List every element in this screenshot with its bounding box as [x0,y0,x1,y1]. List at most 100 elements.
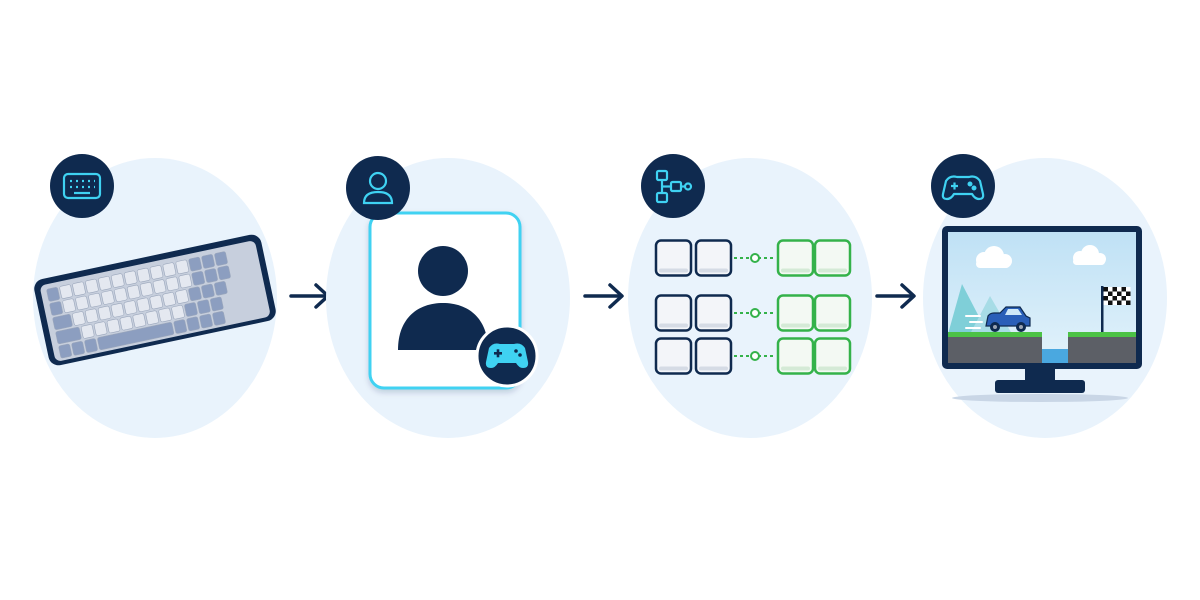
flag-square [1126,296,1131,301]
input-key [694,337,733,375]
keyboard-key [111,273,125,288]
mapped-key [776,294,815,332]
keyboard-key [149,265,164,280]
keyboard-key [212,311,226,326]
keyboard-key [101,290,115,305]
mapped-key [776,337,815,375]
keyboard-key [139,282,154,297]
keyboard-key [201,254,215,269]
stage-player-profile [326,156,570,438]
flag-square [1112,296,1117,301]
keyboard-key [186,316,200,332]
flag-square [1121,287,1126,292]
keyboard-key [123,270,138,286]
mapped-key [813,239,852,277]
arrow-right-icon [583,283,624,309]
mapping-node [750,253,760,263]
finish-flag [1101,286,1131,332]
keyboard-key [75,295,89,311]
keyboard-key [106,318,121,334]
keyboard-key [84,338,98,353]
flag-square [1108,300,1113,305]
keyboard-key [199,313,213,329]
keyboard-key [58,343,72,359]
keyboard-key [97,322,175,350]
keyboard-key [165,276,180,291]
key-shade [818,366,847,371]
flag-square [1103,300,1108,305]
key-shade [781,366,810,371]
keyboard-key [145,310,159,325]
flag-square [1117,296,1122,301]
key-shade [699,366,728,371]
user-icon [362,171,394,205]
speed-lines [965,315,983,329]
flag-square [1126,300,1131,305]
flag-square [1121,291,1126,296]
flag-square [1112,287,1117,292]
keyboard-key [214,281,228,296]
mapped-key [776,239,815,277]
key-shade [818,268,847,273]
keyboard-key [162,262,177,277]
keyboard-key [173,319,187,334]
keyboard-key [72,281,86,297]
keyboard-key [114,287,128,302]
car [985,306,1031,332]
keyboard-key [123,300,138,315]
arrow-right-icon [289,283,330,309]
ground-right [1068,336,1136,363]
flag-square [1103,296,1108,301]
keyboard-key [126,284,141,300]
keyboard-key [49,301,63,316]
flag-square [1108,291,1113,296]
flag-square [1121,296,1126,301]
flag-square [1112,300,1117,305]
key-shade [781,323,810,328]
gamepad-icon [485,343,529,368]
mapped-key [813,294,852,332]
keyboard-key [210,296,224,312]
input-key [694,294,733,332]
flag-square [1108,296,1113,301]
stage-key-mapping [628,154,872,438]
keyboard-key [149,294,163,310]
key-shade [818,323,847,328]
keyboard-key [217,265,231,281]
keyboard-key [191,271,205,286]
keyboard-key [171,305,185,320]
keyboard-key [136,267,151,283]
key-shade [659,268,688,273]
keyboard-key [72,311,86,326]
keyboard-key [188,256,202,272]
keyboard-key [214,251,228,266]
key-mapping-grid [654,239,852,375]
keyboard-key [201,283,215,299]
keyboard-key [84,308,99,323]
keyboard-key [158,307,172,323]
flag-square [1126,291,1131,296]
keyboard-key [175,289,189,304]
gamepad-icon [941,175,985,201]
keyboard-key [55,326,82,345]
keyboard-key [152,279,167,294]
game-scene [948,245,1136,363]
keyboard-key [80,324,95,339]
mapped-key [813,337,852,375]
cloud [976,246,1012,268]
input-key [654,294,693,332]
keyboard-key [136,297,151,312]
stage-game-screen [923,154,1167,438]
keyboard-key [93,321,108,336]
keyboard-key [98,276,112,291]
flag-square [1103,287,1108,292]
key-shade [781,268,810,273]
monitor [942,226,1142,402]
keyboard-key [132,313,147,328]
flag-square [1117,287,1122,292]
keyboard-key [162,292,176,307]
mapping-node [750,308,760,318]
keyboard-key [197,299,211,314]
